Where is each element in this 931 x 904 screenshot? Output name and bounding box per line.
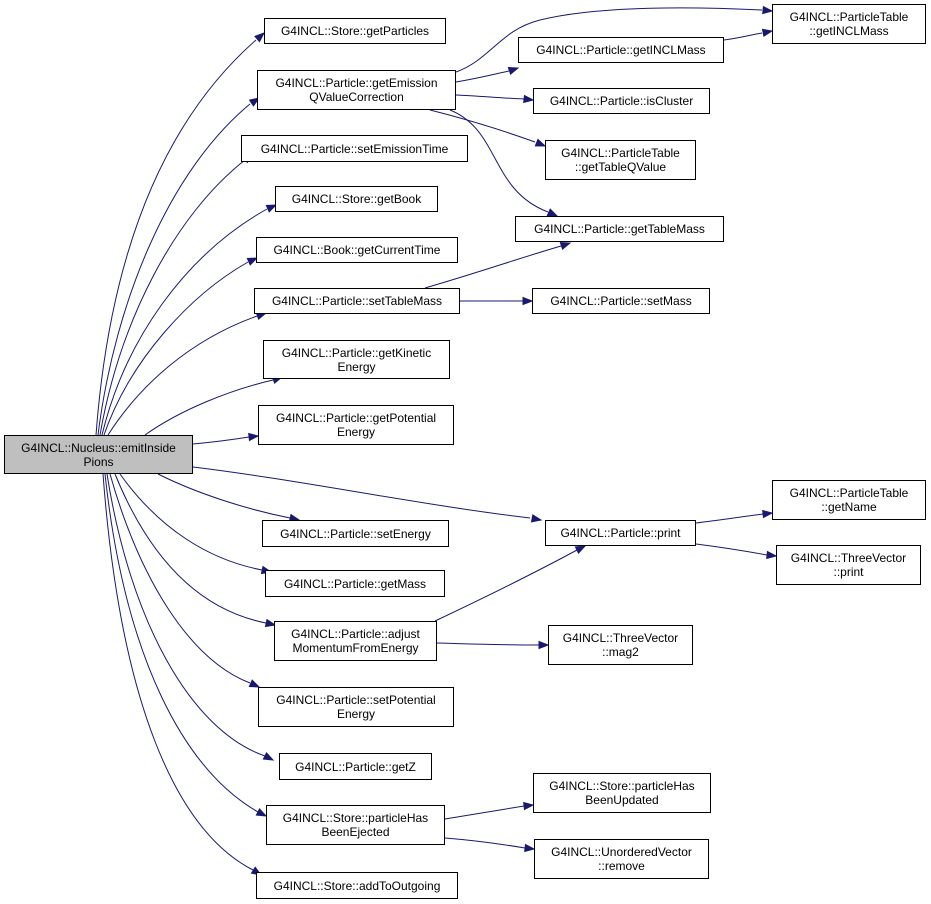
edge-to-set-energy — [157, 473, 291, 519]
edge-print-to-table-get-name — [695, 513, 764, 524]
edge-ejected-to-remove — [444, 837, 526, 849]
edge-emission-to-table-qvalue-arrowhead — [534, 138, 547, 147]
edge-to-get-z-arrowhead — [262, 751, 275, 761]
node-particle-adjust-momentum-from-energy[interactable]: G4INCL::Particle::adjust MomentumFromEne… — [274, 621, 437, 661]
node-particle-set-emission-time[interactable]: G4INCL::Particle::setEmissionTime — [241, 135, 468, 162]
edge-print-to-three-vector-print — [695, 543, 768, 556]
edge-ejected-to-remove-arrowhead — [524, 843, 536, 853]
edge-to-get-kinetic-energy — [144, 379, 274, 436]
node-particle-table-get-table-qvalue[interactable]: G4INCL::ParticleTable ::getTableQValue — [545, 140, 696, 180]
node-nucleus-emit-inside-pions: G4INCL::Nucleus::emitInside Pions — [4, 435, 193, 474]
edge-set-table-mass-to-set-mass-arrowhead — [522, 296, 534, 306]
edge-to-adjust-momentum-arrowhead — [264, 618, 277, 628]
node-particle-table-get-name[interactable]: G4INCL::ParticleTable ::getName — [772, 480, 926, 520]
edge-emission-to-table-qvalue — [429, 109, 536, 143]
edge-get-incl-mass-to-table-arrowhead — [761, 28, 774, 38]
edge-emission-to-is-cluster — [455, 94, 525, 100]
edge-to-get-book-arrowhead — [265, 204, 278, 213]
edge-to-get-potential-energy-arrowhead — [248, 432, 260, 442]
node-particle-get-incl-mass[interactable]: G4INCL::Particle::getINCLMass — [518, 37, 724, 63]
node-three-vector-print[interactable]: G4INCL::ThreeVector ::print — [776, 545, 921, 585]
edge-print-to-table-get-name-arrowhead — [762, 509, 774, 519]
node-particle-set-table-mass[interactable]: G4INCL::Particle::setTableMass — [254, 288, 460, 314]
edge-adjust-to-mag2-arrowhead — [538, 640, 550, 650]
edge-to-particle-has-been-ejected-arrowhead — [255, 807, 268, 817]
node-book-get-current-time[interactable]: G4INCL::Book::getCurrentTime — [256, 237, 458, 263]
node-store-particle-has-been-updated[interactable]: G4INCL::Store::particleHas BeenUpdated — [533, 773, 711, 813]
node-particle-set-mass[interactable]: G4INCL::Particle::setMass — [532, 288, 710, 314]
node-store-add-to-outgoing[interactable]: G4INCL::Store::addToOutgoing — [256, 872, 458, 899]
edge-ejected-to-has-been-updated — [444, 805, 525, 820]
node-store-particle-has-been-ejected[interactable]: G4INCL::Store::particleHas BeenEjected — [266, 805, 445, 845]
edge-to-get-mass — [119, 473, 263, 571]
node-particle-get-mass[interactable]: G4INCL::Particle::getMass — [265, 570, 445, 597]
node-particle-is-cluster[interactable]: G4INCL::Particle::isCluster — [533, 88, 710, 114]
edge-emission-to-table-incl-mass — [455, 7, 763, 73]
edge-to-adjust-momentum — [114, 473, 267, 624]
edge-to-get-emission-qvalue-arrowhead — [248, 97, 261, 107]
edge-to-set-potential-energy-arrowhead — [248, 679, 261, 688]
edge-to-get-current-time-arrowhead — [246, 257, 259, 266]
edge-to-get-current-time — [103, 261, 249, 436]
node-particle-get-emission-qvalue-correction[interactable]: G4INCL::Particle::getEmission QValueCorr… — [257, 70, 456, 110]
node-three-vector-mag2[interactable]: G4INCL::ThreeVector ::mag2 — [548, 625, 693, 665]
edge-emission-to-get-table-mass — [449, 109, 549, 213]
edge-to-set-emission-time — [99, 159, 246, 436]
edge-to-print — [192, 466, 531, 519]
edge-to-print-arrowhead — [530, 514, 543, 523]
edge-emission-to-is-cluster-arrowhead — [523, 94, 535, 104]
edge-adjust-to-print — [434, 549, 578, 622]
edge-set-table-mass-to-get-table-mass-arrowhead — [559, 241, 572, 251]
node-particle-get-table-mass[interactable]: G4INCL::Particle::getTableMass — [515, 216, 724, 242]
edge-emission-to-get-incl-mass — [455, 70, 510, 83]
edge-to-set-table-mass — [107, 315, 258, 436]
edge-to-get-potential-energy — [192, 436, 250, 445]
node-particle-get-potential-energy[interactable]: G4INCL::Particle::getPotential Energy — [258, 405, 454, 445]
edge-emission-to-table-incl-mass-arrowhead — [762, 5, 774, 15]
edge-set-table-mass-to-get-table-mass — [424, 245, 562, 289]
edge-emission-to-get-incl-mass-arrowhead — [507, 66, 520, 76]
edge-to-add-to-outgoing — [102, 473, 254, 871]
node-particle-set-potential-energy[interactable]: G4INCL::Particle::setPotential Energy — [258, 687, 454, 727]
node-particle-get-z[interactable]: G4INCL::Particle::getZ — [279, 753, 432, 780]
edge-ejected-to-has-been-updated-arrowhead — [523, 801, 535, 811]
edge-adjust-to-mag2 — [436, 642, 540, 646]
edge-to-particle-has-been-ejected — [104, 473, 259, 813]
edge-get-incl-mass-to-table — [723, 32, 763, 41]
edge-print-to-three-vector-print-arrowhead — [766, 550, 778, 560]
edge-to-get-z — [106, 473, 266, 757]
edge-emission-to-get-table-mass-arrowhead — [546, 208, 559, 217]
node-store-get-book[interactable]: G4INCL::Store::getBook — [275, 186, 438, 212]
edge-to-get-book — [101, 208, 268, 436]
edge-adjust-to-print-arrowhead — [574, 545, 587, 555]
node-store-get-particles[interactable]: G4INCL::Store::getParticles — [264, 18, 446, 44]
node-particle-set-energy[interactable]: G4INCL::Particle::setEnergy — [262, 520, 449, 547]
edge-to-store-get-particles — [95, 39, 257, 436]
edge-to-get-emission-qvalue — [97, 103, 251, 436]
edge-to-set-potential-energy — [109, 473, 251, 684]
edge-to-store-get-particles-arrowhead — [254, 32, 266, 43]
node-particle-print[interactable]: G4INCL::Particle::print — [545, 520, 696, 546]
node-particle-get-kinetic-energy[interactable]: G4INCL::Particle::getKinetic Energy — [263, 340, 450, 379]
node-unordered-vector-remove[interactable]: G4INCL::UnorderedVector ::remove — [534, 839, 709, 879]
node-particle-table-get-incl-mass[interactable]: G4INCL::ParticleTable ::getINCLMass — [772, 4, 926, 44]
